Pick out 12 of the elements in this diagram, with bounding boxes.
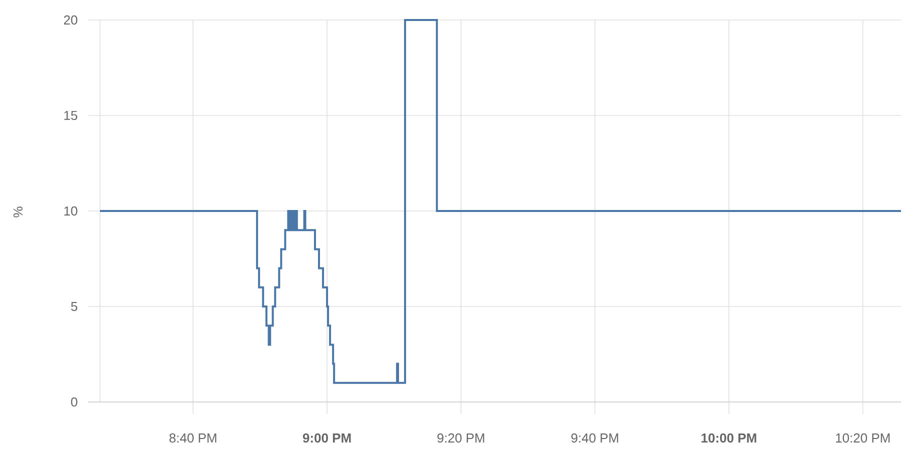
axis-title: % [13, 206, 23, 218]
tick-label: 10 [64, 206, 78, 216]
tick-label: 8:40 PM [169, 433, 216, 443]
tick-label: 5 [71, 302, 78, 312]
tick-label: 10:00 PM [702, 433, 756, 443]
tick-label: 9:20 PM [437, 433, 484, 443]
tick-label: 20 [64, 15, 78, 25]
tick-label: 15 [64, 110, 78, 120]
tick-label: 0 [71, 397, 78, 407]
tick-label: 9:00 PM [302, 433, 351, 443]
tick-label: 10:20 PM [836, 433, 890, 443]
tick-label: 9:40 PM [571, 433, 618, 443]
